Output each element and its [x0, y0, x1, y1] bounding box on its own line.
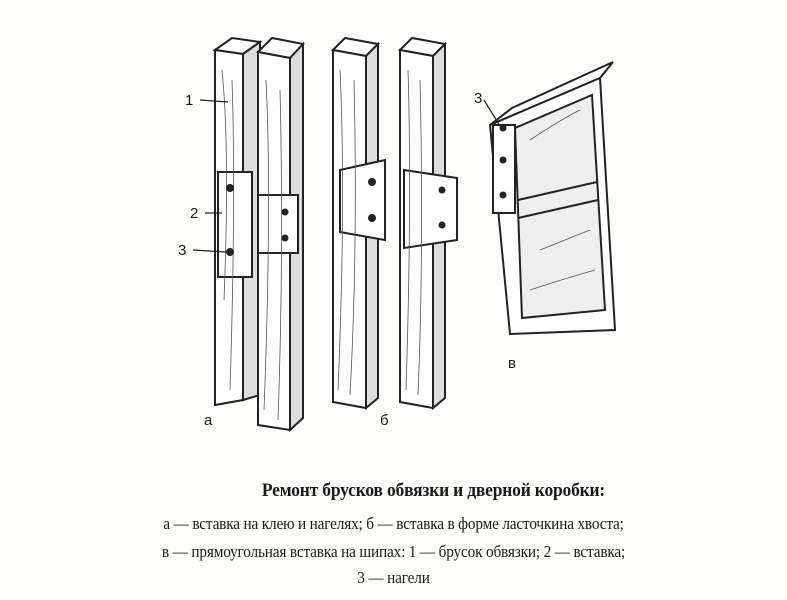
label-v: в — [508, 355, 516, 372]
label-1: 1 — [185, 92, 194, 109]
label-a: а — [204, 412, 213, 429]
dovetail-insert-1 — [339, 158, 386, 242]
caption-line-1: а — вставка на клею и нагелях; б — встав… — [163, 514, 624, 533]
label-b: б — [380, 412, 389, 429]
label-3-frame: 3 — [474, 90, 483, 107]
caption-line-2: в — прямоугольная вставка на шипах: 1 — … — [161, 542, 626, 561]
caption-line-3: 3 — нагели — [357, 568, 430, 587]
label-3: 3 — [178, 242, 187, 259]
insert-a — [217, 171, 253, 278]
label-2: 2 — [190, 205, 199, 222]
door-frame-v — [488, 61, 617, 336]
repair-illustration — [192, 36, 617, 433]
dovetail-insert-2 — [403, 168, 458, 250]
caption-title: Ремонт брусков обвязки и дверной коробки… — [261, 480, 606, 501]
